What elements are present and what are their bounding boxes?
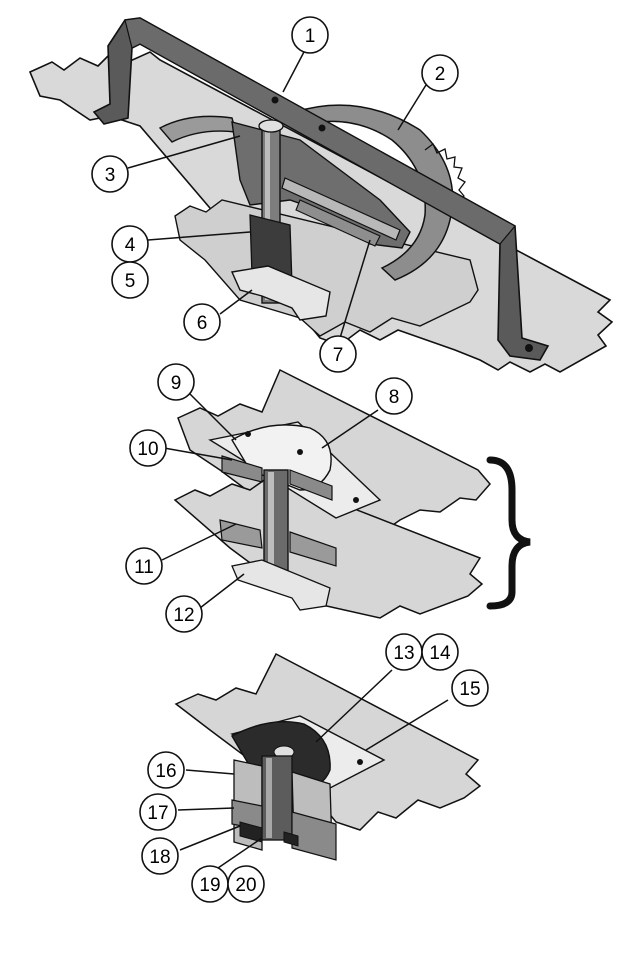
callout-label-16: 16: [155, 761, 176, 782]
callout-8: 8: [375, 377, 413, 415]
callout-11: 11: [125, 547, 163, 585]
callout-label-12: 12: [173, 605, 194, 626]
middle-plate-hole-3: [353, 497, 359, 503]
callout-1: 1: [291, 16, 329, 54]
bottom-shaft-highlight: [266, 758, 272, 838]
callout-18: 18: [141, 837, 179, 875]
callout-label-3: 3: [105, 165, 116, 186]
leader-13: [315, 669, 393, 743]
bottom-dark-collar: [239, 821, 299, 847]
bottom-plate-hole: [357, 759, 363, 765]
shaft-top: [258, 119, 284, 133]
group-brace: [486, 456, 531, 610]
inner-rod: [281, 177, 401, 241]
leader-17: [177, 807, 235, 811]
inner-rod-2: [295, 199, 381, 247]
callout-12: 12: [165, 595, 203, 633]
leader-8: [321, 409, 379, 449]
callout-10: 10: [129, 429, 167, 467]
callout-label-4: 4: [125, 235, 136, 256]
bracket-hole-1: [271, 96, 279, 104]
middle-flange-lower: [219, 519, 337, 567]
leader-11: [161, 523, 237, 561]
callout-13: 13: [385, 633, 423, 671]
middle-bottom-clip: [231, 559, 331, 611]
leader-6: [219, 289, 253, 315]
leader-15: [365, 699, 449, 751]
callout-label-19: 19: [199, 875, 220, 896]
callout-16: 16: [147, 751, 185, 789]
bracket-hole-2: [318, 124, 326, 132]
callout-3: 3: [91, 155, 129, 193]
leader-7: [339, 239, 371, 339]
bracket-foot-hole: [525, 344, 533, 352]
rotary-disc: [294, 104, 454, 281]
callout-label-14: 14: [429, 643, 451, 664]
rotary-disc-teeth: [424, 142, 466, 203]
vertical-shaft-highlight: [265, 128, 270, 300]
leader-4: [147, 231, 251, 241]
callout-label-9: 9: [171, 373, 182, 394]
callout-17: 17: [139, 793, 177, 831]
callout-label-5: 5: [125, 271, 136, 292]
callout-label-20: 20: [235, 875, 256, 896]
leader-lines: [127, 49, 449, 869]
u-bracket-top-face: [124, 17, 516, 245]
middle-assembly: [173, 368, 491, 619]
middle-shaft-highlight: [268, 472, 274, 586]
leader-1: [282, 49, 306, 93]
callout-label-15: 15: [459, 679, 480, 700]
leader-2: [397, 84, 427, 131]
callout-14: 14: [421, 633, 459, 671]
callouts: 1 2 3 4 5 6 7 8: [91, 16, 489, 903]
top-assembly: [28, 17, 614, 373]
callout-9: 9: [157, 363, 195, 401]
leader-9: [187, 391, 237, 441]
leader-18: [179, 825, 241, 851]
callout-label-13: 13: [393, 643, 414, 664]
callout-label-18: 18: [149, 847, 170, 868]
leader-16: [185, 769, 235, 775]
callout-label-11: 11: [134, 557, 154, 578]
middle-plate-hole-1: [245, 431, 251, 437]
callout-2: 2: [421, 54, 459, 92]
callout-4: 4: [111, 225, 149, 263]
leader-12: [199, 573, 245, 609]
callout-label-17: 17: [147, 803, 168, 824]
callout-label-7: 7: [333, 345, 344, 366]
callout-label-2: 2: [435, 64, 446, 85]
leader-19: [217, 837, 263, 869]
leader-3: [127, 135, 241, 169]
bottom-assembly: [174, 652, 482, 861]
callout-20: 20: [227, 865, 265, 903]
callout-15: 15: [451, 669, 489, 707]
callout-label-1: 1: [305, 26, 316, 47]
callout-7: 7: [319, 335, 357, 373]
callout-label-10: 10: [137, 439, 158, 460]
callout-5: 5: [111, 261, 149, 299]
callout-6: 6: [183, 303, 221, 341]
middle-flange-upper: [221, 455, 333, 501]
callout-label-8: 8: [389, 387, 400, 408]
base-clip: [230, 265, 331, 321]
callout-19: 19: [191, 865, 229, 903]
middle-plate-hole-2: [297, 449, 303, 455]
leader-10: [163, 447, 233, 461]
callout-label-6: 6: [197, 313, 208, 334]
